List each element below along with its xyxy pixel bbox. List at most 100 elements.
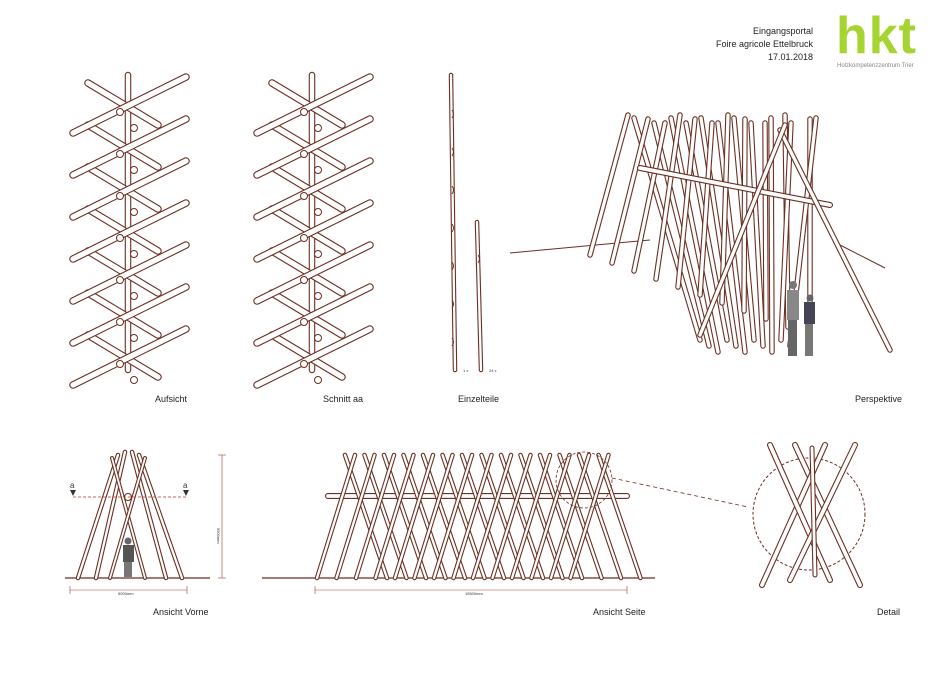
- log-section: [116, 276, 124, 284]
- log-section: [130, 124, 138, 132]
- persp-log-a-fill: [698, 121, 714, 297]
- project-subtitle: Foire agricole Ettelbruck: [715, 39, 813, 49]
- log-section: [130, 250, 138, 258]
- persp-log-a-fill: [654, 113, 682, 281]
- log-section: [300, 150, 308, 158]
- hkt-logo: hkt: [836, 7, 917, 65]
- label-aufsicht: Aufsicht: [155, 394, 188, 404]
- front-leg-fill: [94, 450, 127, 580]
- diagonal-log-left-fill: [85, 248, 161, 296]
- log-section: [130, 334, 138, 342]
- side-log-b-fill: [510, 453, 552, 580]
- side-log-b-fill: [491, 453, 532, 580]
- diagonal-log-right-fill: [254, 158, 373, 220]
- front-leg-fill: [109, 457, 146, 579]
- diagonal-log-right-fill: [70, 158, 189, 220]
- front-width-dimension-label: 5000mm: [118, 591, 134, 596]
- diagonal-log-left-fill: [85, 206, 161, 254]
- persp-log-b-fill: [716, 121, 747, 354]
- persp-log-a-fill: [588, 113, 630, 257]
- diagonal-log-left-fill: [269, 332, 345, 380]
- label-schnitt: Schnitt aa: [323, 394, 364, 404]
- diagonal-log-right-fill: [254, 284, 373, 346]
- label-perspektive: Perspektive: [855, 394, 903, 404]
- log-section: [116, 318, 124, 326]
- log-section: [314, 124, 322, 132]
- persp-back-leg-fill: [698, 123, 787, 337]
- section-mark-left: a: [70, 481, 75, 490]
- person-head: [124, 537, 132, 545]
- notch: [451, 261, 454, 271]
- log-section: [300, 192, 308, 200]
- persp-log-a-fill: [763, 121, 768, 321]
- dimension-lines: [69, 454, 628, 594]
- side-log-b-fill: [432, 453, 474, 580]
- log-section: [130, 376, 138, 384]
- diagonal-log-right-fill: [70, 326, 189, 388]
- section-arrow-left: [70, 490, 76, 496]
- diagonal-log-left-fill: [269, 164, 345, 212]
- person-body: [123, 545, 134, 562]
- side-log-b-fill: [413, 453, 454, 580]
- log-section: [116, 108, 124, 116]
- diagonal-log-left-fill: [269, 290, 345, 338]
- persp-log-b-fill: [632, 116, 702, 342]
- persp-log-a-fill: [676, 117, 697, 289]
- diagonal-log-left-fill: [269, 248, 345, 296]
- person-legs: [124, 562, 132, 577]
- ground-line-left: [509, 239, 651, 254]
- diagonal-log-right-fill: [70, 284, 189, 346]
- notch: [451, 147, 454, 157]
- short-part-fill: [475, 220, 483, 372]
- ground-line-right: [839, 244, 886, 269]
- section-mark-right: a: [183, 481, 188, 490]
- side-log-a-fill: [597, 453, 642, 580]
- diagonal-log-right-fill: [254, 200, 373, 262]
- persp-ridge-log-fill: [638, 166, 832, 207]
- log-section: [300, 108, 308, 116]
- project-title: Eingangsportal: [752, 26, 813, 36]
- diagonal-log-left-fill: [85, 290, 161, 338]
- child-body: [804, 302, 815, 324]
- log-section: [116, 150, 124, 158]
- side-log-b-fill: [530, 453, 571, 580]
- diagonal-log-left-fill: [269, 206, 345, 254]
- title-block: Eingangsportal Foire agricole Ettelbruck…: [716, 25, 813, 64]
- front-leg-fill: [137, 453, 184, 580]
- log-section: [116, 234, 124, 242]
- notch: [451, 299, 454, 309]
- log-section: [116, 192, 124, 200]
- side-log-b-fill: [335, 453, 376, 580]
- persp-log-b-fill: [749, 121, 765, 348]
- section-arrow-right: [183, 490, 189, 496]
- front-leg-fill: [76, 453, 120, 580]
- person-body: [787, 290, 799, 320]
- log-section: [300, 360, 308, 368]
- project-date: 17.01.2018: [767, 52, 813, 62]
- child-legs: [805, 324, 813, 356]
- side-log-b-fill: [393, 453, 435, 580]
- diagonal-log-left-fill: [85, 164, 161, 212]
- log-section: [314, 166, 322, 174]
- side-log-b-fill: [549, 453, 591, 580]
- detail-marker-circle: [555, 451, 613, 509]
- ansicht-vorne-drawing: [65, 449, 210, 581]
- diagonal-log-left-fill: [85, 80, 161, 128]
- diagonal-log-right-fill: [254, 116, 373, 178]
- label-ansicht-seite: Ansicht Seite: [593, 607, 646, 617]
- person-legs: [788, 320, 797, 356]
- log-section: [300, 276, 308, 284]
- front-leg-fill: [130, 450, 168, 580]
- child-head: [806, 294, 814, 302]
- side-log-b-fill: [452, 453, 493, 580]
- detail-log-fill: [788, 443, 857, 582]
- log-section: [130, 208, 138, 216]
- hkt-logo-subtitle: Holzkompetenzzentrum Trier: [837, 63, 914, 69]
- log-section: [130, 292, 138, 300]
- height-dimension-label: 5500mm: [216, 528, 221, 544]
- side-log-a-fill: [577, 453, 623, 580]
- ansicht-seite-drawing: [262, 451, 749, 581]
- notch: [477, 254, 480, 264]
